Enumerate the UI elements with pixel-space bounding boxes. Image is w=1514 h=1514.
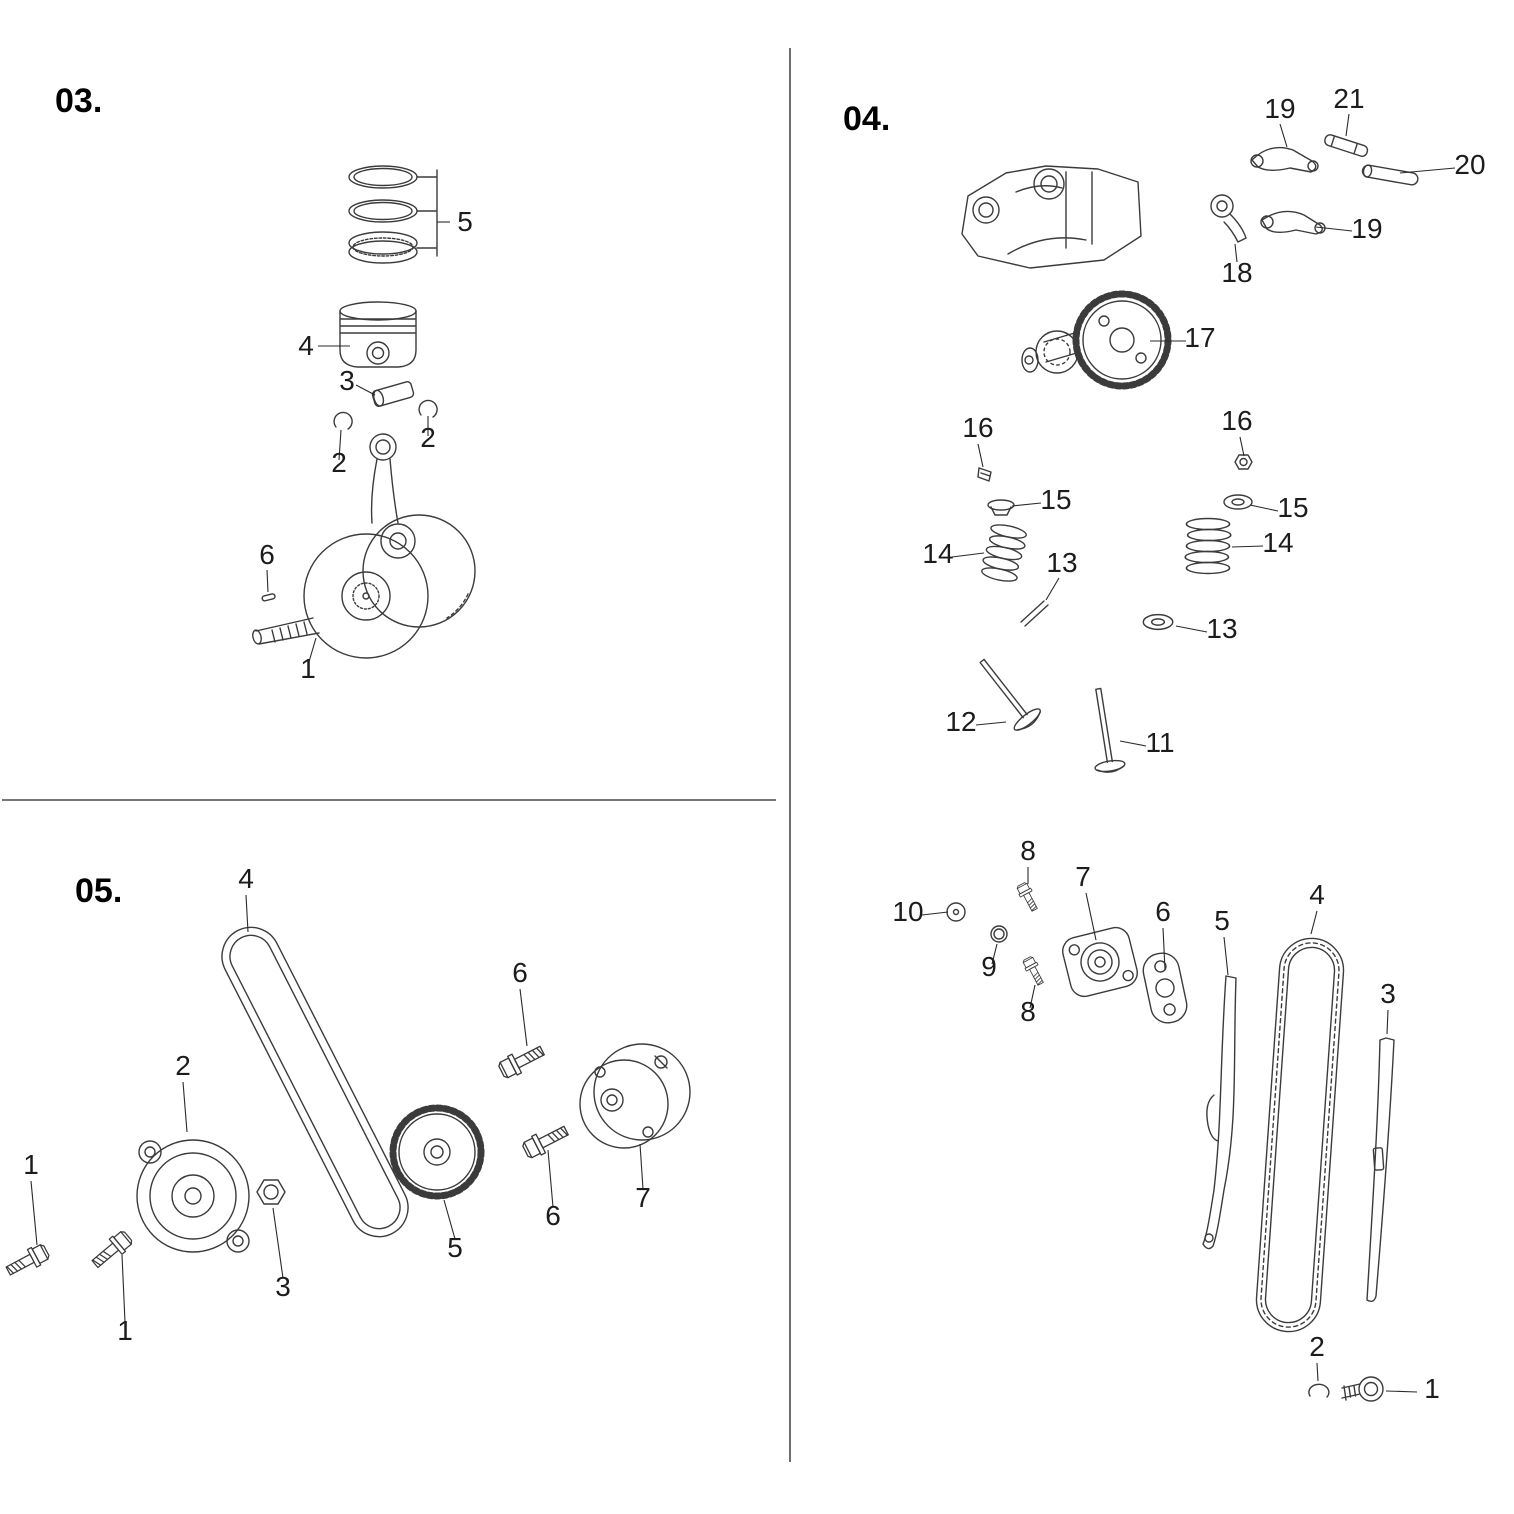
leader-line-05-4 [245, 894, 249, 933]
leader-line-04-7 [1085, 892, 1097, 941]
callout-04-16: 16 [1221, 405, 1252, 436]
callout-04-14: 14 [1262, 527, 1293, 558]
callout-04-19: 19 [1351, 213, 1382, 244]
leader-line-05-1 [30, 1180, 38, 1246]
callout-05-1: 1 [117, 1315, 133, 1346]
leader-line-03-2 [338, 429, 342, 461]
callout-04-21: 21 [1333, 83, 1364, 114]
callout-03-1: 1 [300, 653, 316, 684]
leader-line-04-14 [951, 552, 985, 558]
leader-line-03-1 [307, 637, 317, 666]
leader-line-04-18 [1234, 243, 1238, 263]
callout-04-14: 14 [922, 538, 953, 569]
callout-05-6: 6 [512, 957, 528, 988]
callout-04-8: 8 [1020, 835, 1036, 866]
leader-line-05-6 [519, 988, 528, 1047]
callout-05-4: 4 [238, 863, 254, 894]
leader-line-04-5 [1223, 936, 1229, 976]
leader-line-04-4 [1310, 910, 1318, 935]
drawing-piston-crankshaft [252, 165, 476, 659]
leader-line-05-3 [272, 1207, 284, 1279]
leader-line-04-16 [977, 443, 984, 468]
callout-04-16: 16 [962, 412, 993, 443]
callout-03-6: 6 [259, 539, 275, 570]
callout-04-12: 12 [945, 706, 976, 737]
callout-05-5: 5 [447, 1232, 463, 1263]
drawing-valve-train [946, 134, 1419, 1402]
leader-line-04-12 [975, 721, 1007, 726]
leader-line-04-14 [1231, 545, 1264, 548]
callout-03-5: 5 [457, 206, 473, 237]
leader-line-04-11 [1119, 740, 1147, 747]
callout-04-4: 4 [1309, 879, 1325, 910]
callout-04-5: 5 [1214, 905, 1230, 936]
callout-04-8: 8 [1020, 996, 1036, 1027]
leader-line-03-6 [266, 569, 269, 593]
leader-line-04-16 [1239, 436, 1245, 457]
callout-04-20: 20 [1454, 149, 1485, 180]
callout-04-3: 3 [1380, 978, 1396, 1009]
callout-04-10: 10 [892, 896, 923, 927]
leader-line-04-1 [1385, 1390, 1418, 1393]
leader-line-04-19 [1279, 123, 1288, 148]
callout-05-7: 7 [635, 1182, 651, 1213]
leader-line-04-8 [1029, 984, 1036, 1009]
callout-05-2: 2 [175, 1050, 191, 1081]
callout-03-2: 2 [331, 447, 347, 478]
leader-line-04-15 [1011, 502, 1042, 507]
leader-line-05-5 [443, 1199, 456, 1240]
leader-line-05-7 [639, 1143, 644, 1190]
callout-05-3: 3 [275, 1271, 291, 1302]
callout-04-19: 19 [1264, 93, 1295, 124]
drawing-pump-drive [2, 926, 691, 1281]
callout-04-2: 2 [1309, 1331, 1325, 1362]
section-03-label: 03. [55, 82, 102, 120]
leader-line-04-20 [1399, 167, 1456, 174]
callout-04-18: 18 [1221, 257, 1252, 288]
section-05-label: 05. [75, 872, 122, 910]
leader-line-05-6 [547, 1149, 554, 1208]
callout-04-7: 7 [1075, 861, 1091, 892]
leader-line-05-2 [182, 1081, 188, 1133]
leader-line-04-21 [1345, 113, 1350, 137]
section-04-label: 04. [843, 100, 890, 138]
callout-04-9: 9 [981, 951, 997, 982]
callout-04-6: 6 [1155, 896, 1171, 927]
callout-03-2: 2 [420, 422, 436, 453]
callout-05-1: 1 [23, 1149, 39, 1180]
leader-line-03-3 [355, 384, 376, 396]
callout-04-13: 13 [1046, 547, 1077, 578]
leader-line-04-2 [1316, 1362, 1319, 1382]
callout-03-4: 4 [298, 330, 314, 361]
callout-04-15: 15 [1040, 484, 1071, 515]
leader-line-04-9 [991, 943, 998, 965]
leader-line-04-6 [1162, 927, 1166, 971]
callout-04-11: 11 [1145, 727, 1174, 758]
leader-line-05-1 [121, 1254, 126, 1323]
callout-04-17: 17 [1184, 322, 1215, 353]
callout-04-1: 1 [1424, 1373, 1440, 1404]
leader-line-04-19 [1315, 226, 1353, 232]
callout-05-6: 6 [545, 1200, 561, 1231]
callout-04-15: 15 [1277, 492, 1308, 523]
leader-line-04-10 [921, 911, 949, 916]
leader-line-04-13 [1045, 577, 1060, 601]
callout-03-3: 3 [339, 365, 355, 396]
leader-line-04-15 [1249, 504, 1279, 512]
leader-line-04-13 [1175, 625, 1208, 633]
callout-04-13: 13 [1206, 613, 1237, 644]
leader-line-04-3 [1386, 1009, 1389, 1035]
